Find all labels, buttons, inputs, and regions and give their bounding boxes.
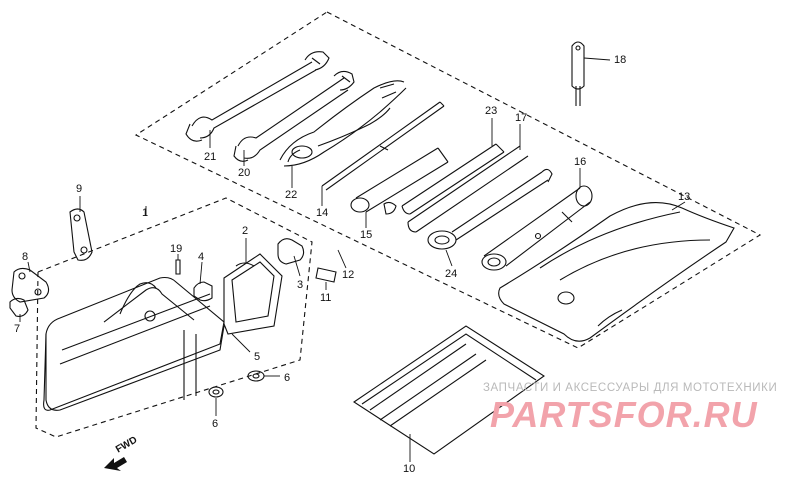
tool-box-1 (43, 276, 225, 411)
callout-16: 16 (574, 156, 586, 168)
callout-6a: 6 (284, 372, 290, 384)
callout-8: 8 (22, 251, 28, 263)
callout-2: 2 (242, 225, 248, 237)
pin-18 (571, 41, 585, 106)
box-spanner-16 (481, 185, 593, 271)
callout-labels: 21 20 22 14 15 23 17 24 16 13 18 10 9 1 … (14, 54, 690, 475)
cap-3 (277, 238, 305, 265)
bracket-8 (11, 267, 50, 303)
callout-21: 21 (204, 151, 216, 163)
plug-4 (193, 281, 213, 302)
screwdriver-handle-15 (350, 147, 449, 215)
leader-lines (19, 57, 686, 462)
callout-3: 3 (297, 279, 303, 291)
tool-tray-outline (134, 11, 762, 349)
wrench-20 (233, 70, 355, 162)
callout-14: 14 (316, 207, 328, 219)
tool-bag-13 (498, 202, 735, 342)
fwd-arrow-icon (104, 457, 127, 471)
watermark-tagline: ЗАПЧАСТИ И АКСЕССУАРЫ ДЛЯ МОТОТЕХНИКИ (483, 382, 778, 394)
handle-bar-17 (407, 145, 529, 233)
callout-4: 4 (198, 251, 204, 263)
ring-wrench-24 (427, 168, 553, 250)
callout-23: 23 (485, 105, 497, 117)
callout-11: 11 (320, 292, 331, 304)
manual-bag-10 (353, 325, 545, 455)
tool-box-outline (35, 197, 313, 438)
callout-22: 22 (285, 189, 297, 201)
label-11 (315, 267, 337, 283)
callout-17: 17 (515, 112, 527, 124)
wrench-21 (185, 51, 330, 142)
watermark-logo: PARTSFOR.RU (490, 394, 758, 435)
callout-12: 12 (342, 269, 354, 281)
stay-9 (69, 208, 93, 261)
callout-15: 15 (360, 229, 372, 241)
callout-9: 9 (76, 183, 82, 195)
callout-19: 19 (170, 243, 182, 255)
callout-20: 20 (238, 167, 250, 179)
callout-13: 13 (678, 191, 690, 203)
pin-19 (175, 259, 181, 275)
callout-7: 7 (14, 323, 20, 335)
collar-7 (9, 297, 29, 317)
callout-24: 24 (445, 268, 457, 280)
callout-18: 18 (614, 54, 626, 66)
callout-5: 5 (254, 351, 260, 363)
pliers-22 (279, 80, 407, 167)
grommet-6b (208, 386, 224, 398)
callout-10: 10 (403, 463, 415, 475)
callout-1: 1 (142, 207, 148, 219)
holder-frame-2 (223, 253, 283, 335)
extension-bar-23 (401, 143, 505, 215)
screwdriver-14 (321, 101, 445, 191)
callout-6b: 6 (212, 418, 218, 430)
